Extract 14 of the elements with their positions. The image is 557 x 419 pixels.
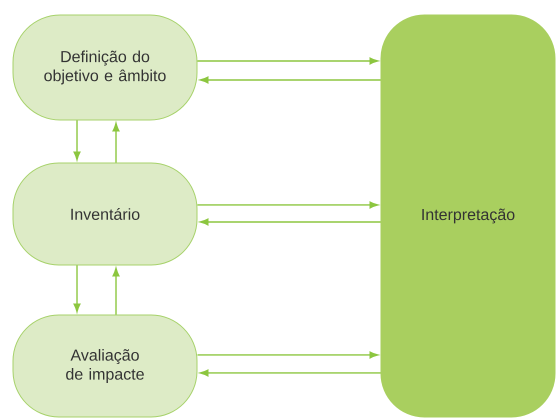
step-box: Definição do objetivo e âmbito	[12, 14, 198, 120]
arrow	[200, 369, 380, 376]
step-box: Inventário	[12, 162, 198, 266]
arrow	[198, 351, 378, 358]
arrow	[200, 76, 380, 84]
arrow	[198, 202, 378, 208]
arrow	[198, 57, 378, 64]
step-box: Avaliação de impacte	[12, 314, 198, 418]
arrow	[74, 265, 80, 312]
arrow	[112, 268, 120, 314]
arrow	[74, 120, 80, 160]
arrow	[112, 122, 120, 162]
interpretation-box: Interpretação	[380, 14, 556, 418]
arrow	[200, 218, 380, 226]
